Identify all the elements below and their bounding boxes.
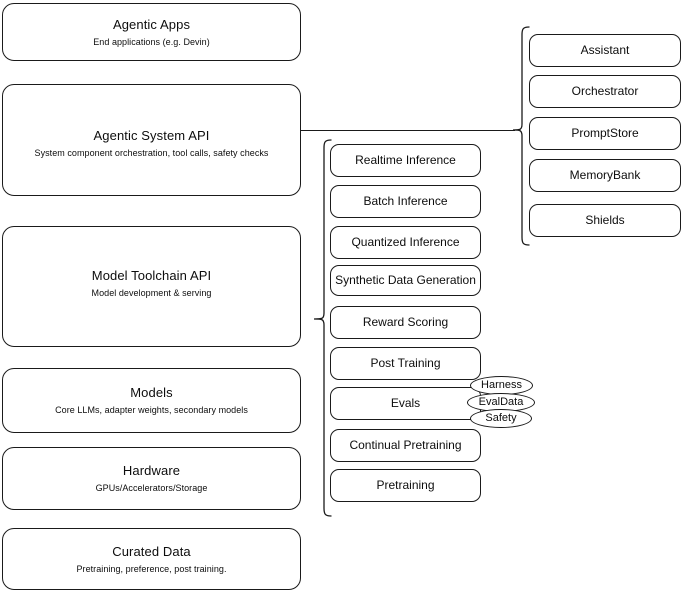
chip-label: PromptStore	[571, 126, 639, 140]
toolchain-capability-evals[interactable]: Evals	[330, 387, 481, 420]
agentic-component-assistant[interactable]: Assistant	[529, 34, 681, 67]
layer-title: Models	[130, 385, 173, 400]
chip-label: Synthetic Data Generation	[335, 273, 476, 287]
layer-title: Model Toolchain API	[91, 268, 212, 283]
pill-label: EvalData	[478, 396, 524, 408]
pill-label: Harness	[481, 379, 522, 391]
toolchain-capability-synthetic-data-generation[interactable]: Synthetic Data Generation	[330, 265, 481, 296]
chip-label: Batch Inference	[363, 194, 448, 208]
eval-tag-evaldata[interactable]: EvalData	[467, 393, 535, 412]
chip-label: Shields	[585, 213, 625, 227]
eval-tag-safety[interactable]: Safety	[470, 409, 532, 428]
chip-label: Evals	[390, 396, 421, 410]
layer-subtitle: System component orchestration, tool cal…	[34, 148, 269, 158]
chip-label: Post Training	[370, 356, 441, 370]
layer-title: Agentic System API	[93, 128, 210, 143]
chip-label: Realtime Inference	[355, 153, 456, 167]
chip-label: MemoryBank	[569, 168, 641, 182]
agentic-component-shields[interactable]: Shields	[529, 204, 681, 237]
eval-tag-harness[interactable]: Harness	[470, 376, 533, 395]
toolchain-capability-realtime-inference[interactable]: Realtime Inference	[330, 144, 481, 177]
layer-curated-data[interactable]: Curated Data Pretraining, preference, po…	[2, 528, 301, 590]
layer-title: Agentic Apps	[112, 16, 191, 32]
layer-models[interactable]: Models Core LLMs, adapter weights, secon…	[2, 368, 301, 433]
layer-subtitle: Model development & serving	[91, 288, 212, 298]
chip-label: Continual Pretraining	[349, 438, 462, 452]
layer-model-toolchain-api[interactable]: Model Toolchain API Model development & …	[2, 226, 301, 347]
toolchain-capability-pretraining[interactable]: Pretraining	[330, 469, 481, 502]
toolchain-capability-quantized-inference[interactable]: Quantized Inference	[330, 226, 481, 259]
layer-agentic-system-api[interactable]: Agentic System API System component orch…	[2, 84, 301, 196]
chip-label: Assistant	[580, 43, 630, 57]
layer-subtitle: End applications (e.g. Devin)	[93, 36, 210, 47]
agentic-api-connector-line	[301, 130, 515, 131]
layer-agentic-apps[interactable]: Agentic Apps End applications (e.g. Devi…	[2, 3, 301, 61]
layer-hardware[interactable]: Hardware GPUs/Accelerators/Storage	[2, 447, 301, 510]
toolchain-capability-reward-scoring[interactable]: Reward Scoring	[330, 306, 481, 339]
chip-label: Quantized Inference	[351, 235, 460, 249]
chip-label: Reward Scoring	[362, 315, 449, 329]
layer-subtitle: GPUs/Accelerators/Storage	[95, 483, 208, 493]
toolchain-capability-batch-inference[interactable]: Batch Inference	[330, 185, 481, 218]
agentic-component-promptstore[interactable]: PromptStore	[529, 117, 681, 150]
chip-label: Pretraining	[376, 478, 435, 492]
toolchain-capability-post-training[interactable]: Post Training	[330, 347, 481, 380]
layer-title: Curated Data	[112, 543, 191, 559]
pill-label: Safety	[485, 412, 517, 424]
layer-title: Hardware	[122, 463, 181, 478]
toolchain-capability-continual-pretraining[interactable]: Continual Pretraining	[330, 429, 481, 462]
agentic-component-orchestrator[interactable]: Orchestrator	[529, 75, 681, 108]
agentic-component-memorybank[interactable]: MemoryBank	[529, 159, 681, 192]
layer-subtitle: Pretraining, preference, post training.	[76, 563, 227, 574]
agentic-components-brace	[511, 25, 531, 247]
chip-label: Orchestrator	[571, 84, 639, 98]
layer-subtitle: Core LLMs, adapter weights, secondary mo…	[55, 405, 248, 415]
